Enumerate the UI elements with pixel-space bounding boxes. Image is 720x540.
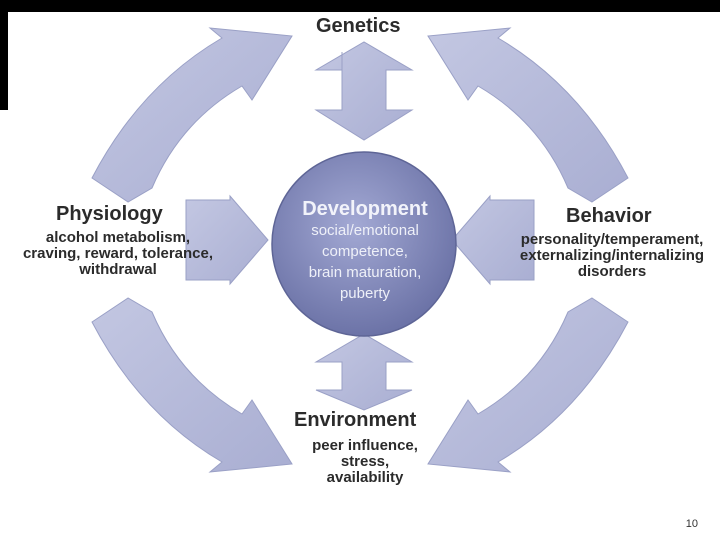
environment-line: stress, <box>340 453 390 470</box>
physiology-line: withdrawal <box>79 261 157 278</box>
development-line: social/emotional <box>311 222 419 239</box>
physiology-line: craving, reward, tolerance, <box>22 245 214 262</box>
behavior-line: personality/temperament, <box>520 231 704 248</box>
arrow-development-environment <box>314 333 414 411</box>
physiology-title: Physiology <box>56 203 163 225</box>
development-line: brain maturation, <box>308 264 422 281</box>
arrow-genetics-development <box>314 41 414 141</box>
development-description: social/emotional competence, brain matur… <box>270 220 460 304</box>
page-number: 10 <box>685 518 698 530</box>
curved-arrow-bottom-right <box>427 297 629 473</box>
curved-arrow-top-right <box>427 27 629 203</box>
development-line: competence, <box>322 243 408 260</box>
behavior-description: personality/temperament, externalizing/i… <box>508 232 716 280</box>
environment-line: peer influence, <box>312 437 418 454</box>
physiology-line: alcohol metabolism, <box>45 229 191 246</box>
curved-arrow-top-left <box>91 27 293 203</box>
environment-title: Environment <box>294 409 417 431</box>
environment-description: peer influence, stress, availability <box>290 438 440 486</box>
development-title: Development <box>302 198 428 220</box>
development-circle <box>271 151 457 337</box>
physiology-description: alcohol metabolism, craving, reward, tol… <box>8 230 228 278</box>
left-black-bar <box>0 0 8 110</box>
genetics-title: Genetics <box>316 15 401 37</box>
behavior-line: disorders <box>577 263 647 280</box>
arrow-development-behavior <box>451 194 535 286</box>
environment-line: availability <box>326 469 404 486</box>
arrow-physiology-development <box>185 194 269 286</box>
behavior-line: externalizing/internalizing <box>519 247 705 264</box>
development-line: puberty <box>339 285 391 302</box>
behavior-title: Behavior <box>566 205 652 227</box>
curved-arrow-bottom-left <box>91 297 293 473</box>
top-black-bar <box>0 0 720 12</box>
